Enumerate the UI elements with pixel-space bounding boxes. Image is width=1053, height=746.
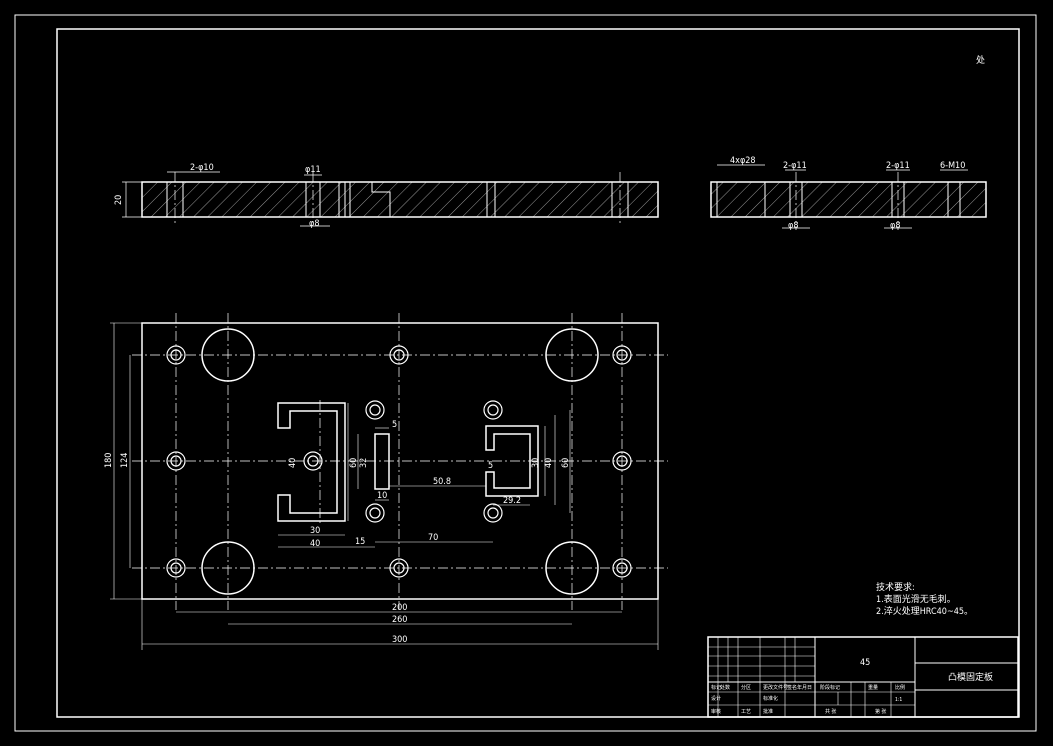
front-dim-height: 20 [114,195,124,205]
svg-text:标记: 标记 [711,684,721,691]
svg-text:工艺: 工艺 [741,709,751,715]
dim-180: 180 [104,453,114,468]
side-label-holes-d: 6-M10 [940,161,965,171]
dim-40v2: 40 [544,458,554,468]
dim-10: 10 [377,491,387,501]
front-label-hole-c: φ8 [309,219,320,229]
svg-text:标准化: 标准化 [763,695,778,702]
title-block [707,636,1019,718]
inner-frame [56,28,1020,718]
dim-40: 40 [310,539,320,549]
svg-text:审核: 审核 [711,708,721,715]
title-part-name: 凸模固定板 [948,671,993,683]
side-section-view [710,164,987,230]
side-label-holes-b: 2-φ11 [783,161,807,171]
outer-border [14,14,1037,732]
svg-text:比例: 比例 [895,684,905,691]
dim-50-8: 50.8 [433,477,451,487]
svg-text:批准: 批准 [763,708,773,715]
svg-text:分区: 分区 [741,684,751,691]
dim-300: 300 [392,635,407,645]
dim-5b: 5 [488,461,493,471]
title-material: 45 [860,658,870,668]
tech-notes-line1: 1.表面光滑无毛刺。 [876,593,956,605]
dim-200: 200 [392,603,407,613]
dim-5a: 5 [392,420,397,430]
side-label-hole-f: φ8 [890,221,901,231]
corner-mark: 处 [976,54,985,66]
side-label-hole-e: φ8 [788,221,799,231]
svg-text:重量: 重量 [868,684,878,691]
svg-text:更改文件号: 更改文件号 [763,684,788,691]
svg-text:共 张: 共 张 [825,708,836,715]
dim-260: 260 [392,615,407,625]
dim-60a: 60 [349,458,359,468]
front-label-hole-b: φ11 [305,165,321,175]
svg-text:处数: 处数 [720,684,730,691]
dim-29-2: 29.2 [503,496,521,506]
svg-text:年月日: 年月日 [797,684,812,691]
tech-notes-title: 技术要求: [876,581,915,593]
dim-124: 124 [120,453,130,468]
svg-text:第 张: 第 张 [875,708,886,715]
dim-30: 30 [310,526,320,536]
dim-30v: 30 [531,458,541,468]
dim-40v: 40 [288,458,298,468]
svg-text:1:1: 1:1 [895,697,902,703]
dim-32: 32 [359,458,369,468]
side-label-holes-a: 4xφ28 [730,156,756,166]
title-cells: 标记 处数 分区 更改文件号 签名 年月日 设计 标准化 阶段标记 重量 比例 … [711,684,905,715]
front-section-view [122,171,659,227]
dim-15: 15 [355,537,365,547]
tech-notes-line2: 2.淬火处理HRC40~45。 [876,605,973,617]
side-label-holes-c: 2-φ11 [886,161,910,171]
svg-text:签名: 签名 [787,684,797,691]
svg-text:阶段标记: 阶段标记 [820,684,840,691]
dim-70: 70 [428,533,438,543]
front-label-holes-a: 2-φ10 [190,163,214,173]
plan-view [110,313,668,650]
svg-text:设计: 设计 [711,695,721,702]
dim-60b: 60 [561,458,571,468]
